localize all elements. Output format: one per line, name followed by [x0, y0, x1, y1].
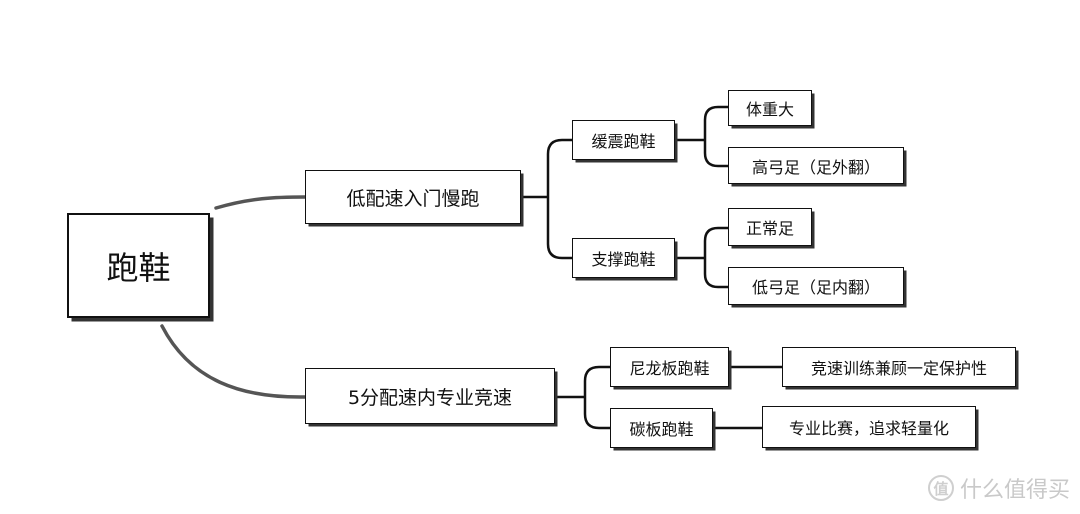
leaf-node-normal-foot: 正常足: [728, 208, 812, 246]
category-node-nylon-plate-shoes: 尼龙板跑鞋: [610, 347, 729, 387]
connector-support-leaves: [674, 226, 730, 289]
leaf-node-low-arch: 低弓足（足内翻）: [728, 267, 904, 305]
branch-node-slow-jogging: 低配速入门慢跑: [305, 170, 521, 224]
category-label: 碳板跑鞋: [629, 420, 694, 439]
leaf-node-high-arch: 高弓足（足外翻）: [728, 147, 904, 184]
connector-cushion-leaves: [674, 105, 730, 168]
category-node-cushion-shoes: 缓震跑鞋: [572, 120, 675, 160]
category-node-carbon-plate-shoes: 碳板跑鞋: [610, 408, 713, 448]
connector-branch-2-children: [554, 365, 612, 430]
branch-label: 5分配速内专业竞速: [347, 386, 513, 409]
watermark: 值 什么值得买: [927, 472, 1070, 504]
leaf-label: 竞速训练兼顾一定保护性: [810, 359, 987, 378]
leaf-node-heavy-weight: 体重大: [728, 90, 812, 126]
branch-label: 低配速入门慢跑: [346, 187, 480, 210]
connector-root-branch-2: [160, 324, 307, 399]
branch-node-pro-racing: 5分配速内专业竞速: [305, 368, 555, 424]
leaf-label: 低弓足（足内翻）: [751, 278, 880, 297]
root-label: 跑鞋: [106, 248, 171, 287]
leaf-label: 高弓足（足外翻）: [751, 157, 880, 177]
connector-branch-1-children: [520, 138, 574, 260]
category-label: 缓震跑鞋: [591, 132, 656, 151]
category-node-support-shoes: 支撑跑鞋: [572, 238, 675, 278]
zhi-logo-icon: 值: [927, 475, 954, 501]
leaf-node-pro-competition: 专业比赛，追求轻量化: [762, 406, 976, 448]
leaf-label: 专业比赛，追求轻量化: [788, 419, 949, 438]
category-label: 支撑跑鞋: [591, 250, 656, 269]
leaf-node-racing-training: 竞速训练兼顾一定保护性: [782, 347, 1016, 387]
watermark-text: 什么值得买: [959, 478, 1070, 503]
leaf-label: 体重大: [745, 100, 794, 119]
connector-root-branch-1: [214, 195, 307, 210]
category-label: 尼龙板跑鞋: [629, 359, 710, 378]
root-node: 跑鞋: [67, 213, 210, 318]
leaf-label: 正常足: [745, 219, 794, 238]
